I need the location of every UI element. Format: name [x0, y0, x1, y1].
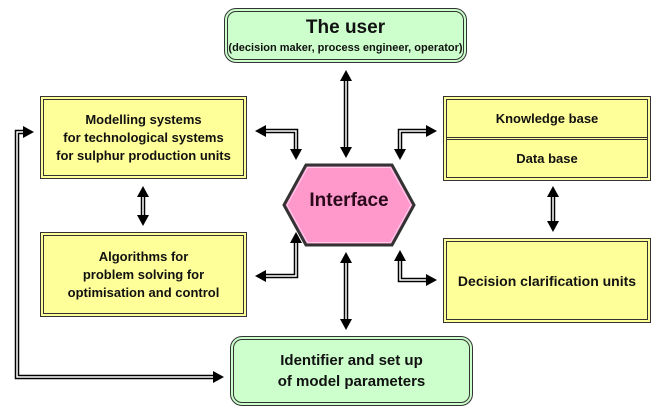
connector-identifier-modelling-arrowhead-end: [23, 126, 34, 138]
decision-label: Decision clarification units: [457, 272, 637, 289]
connector-interface-modelling-core: [264, 130, 297, 151]
connector-interface-algorithms: [264, 241, 299, 279]
connector-interface-modelling-arrowhead-start: [290, 149, 302, 160]
connector-identifier-modelling-arrowhead-start: [213, 371, 224, 383]
connector-interface-knowledge-arrowhead-end: [426, 125, 437, 137]
connector-modelling-algorithms-arrowhead-end: [137, 215, 149, 226]
connector-interface-identifier-arrowhead-start: [340, 252, 352, 263]
data-base-section[interactable]: Data base: [447, 140, 647, 177]
knowledge-base-section[interactable]: Knowledge base: [447, 100, 647, 137]
connector-modelling-algorithms-arrowhead-start: [137, 186, 149, 197]
interface-hexagon[interactable]: [282, 163, 416, 247]
modelling-line-3: for sulphur production units: [56, 147, 231, 163]
algorithms-line-3: optimisation and control: [67, 284, 220, 300]
interface-hexagon-inner-border: [286, 167, 412, 243]
connector-knowledge-decision-arrowhead-end: [547, 221, 559, 232]
data-base-label: Data base: [516, 151, 578, 166]
connector-interface-modelling: [264, 128, 299, 151]
user-box[interactable]: The user (decision maker, process engine…: [224, 8, 467, 63]
identifier-line-1: Identifier and set up: [280, 352, 423, 369]
identifier-box[interactable]: Identifier and set up of model parameter…: [230, 336, 473, 406]
modelling-line-1: Modelling systems: [85, 111, 202, 127]
knowledge-data-box[interactable]: Knowledge base Data base: [443, 96, 651, 181]
connector-interface-decision: [397, 259, 428, 283]
connector-interface-algorithms-arrowhead-end: [255, 270, 266, 282]
interface-label: Interface: [309, 190, 389, 211]
connector-interface-algorithms-core: [264, 241, 297, 277]
connector-interface-knowledge-core: [399, 130, 428, 151]
connector-user-interface-arrowhead-end: [340, 147, 352, 158]
algorithms-line-1: Algorithms for: [98, 248, 189, 264]
connector-interface-decision-arrowhead-end: [426, 274, 437, 286]
knowledge-data-divider: [447, 137, 647, 140]
connector-interface-decision-arrowhead-start: [394, 250, 406, 261]
decision-clarification-box[interactable]: Decision clarification units: [443, 238, 651, 323]
user-title: The user: [305, 16, 386, 38]
modelling-line-2: for technological systems: [63, 129, 224, 145]
identifier-line-2: of model parameters: [277, 373, 426, 390]
algorithms-line-2: problem solving for: [82, 266, 205, 282]
connector-interface-knowledge: [397, 128, 428, 151]
knowledge-base-label: Knowledge base: [495, 111, 599, 126]
connector-user-interface-arrowhead-start: [340, 70, 352, 81]
modelling-systems-box[interactable]: Modelling systems for technological syst…: [40, 96, 247, 179]
connector-interface-algorithms-arrowhead-start: [290, 232, 302, 243]
connector-interface-identifier-arrowhead-end: [340, 319, 352, 330]
connector-knowledge-decision-arrowhead-start: [547, 186, 559, 197]
user-subtitle: (decision maker, process engineer, opera…: [228, 41, 463, 54]
algorithms-box[interactable]: Algorithms for problem solving for optim…: [40, 232, 247, 317]
connector-interface-knowledge-arrowhead-start: [394, 149, 406, 160]
connector-interface-modelling-arrowhead-end: [255, 125, 266, 137]
connector-interface-decision-core: [399, 259, 428, 281]
connector-identifier-modelling-core: [16, 131, 215, 378]
